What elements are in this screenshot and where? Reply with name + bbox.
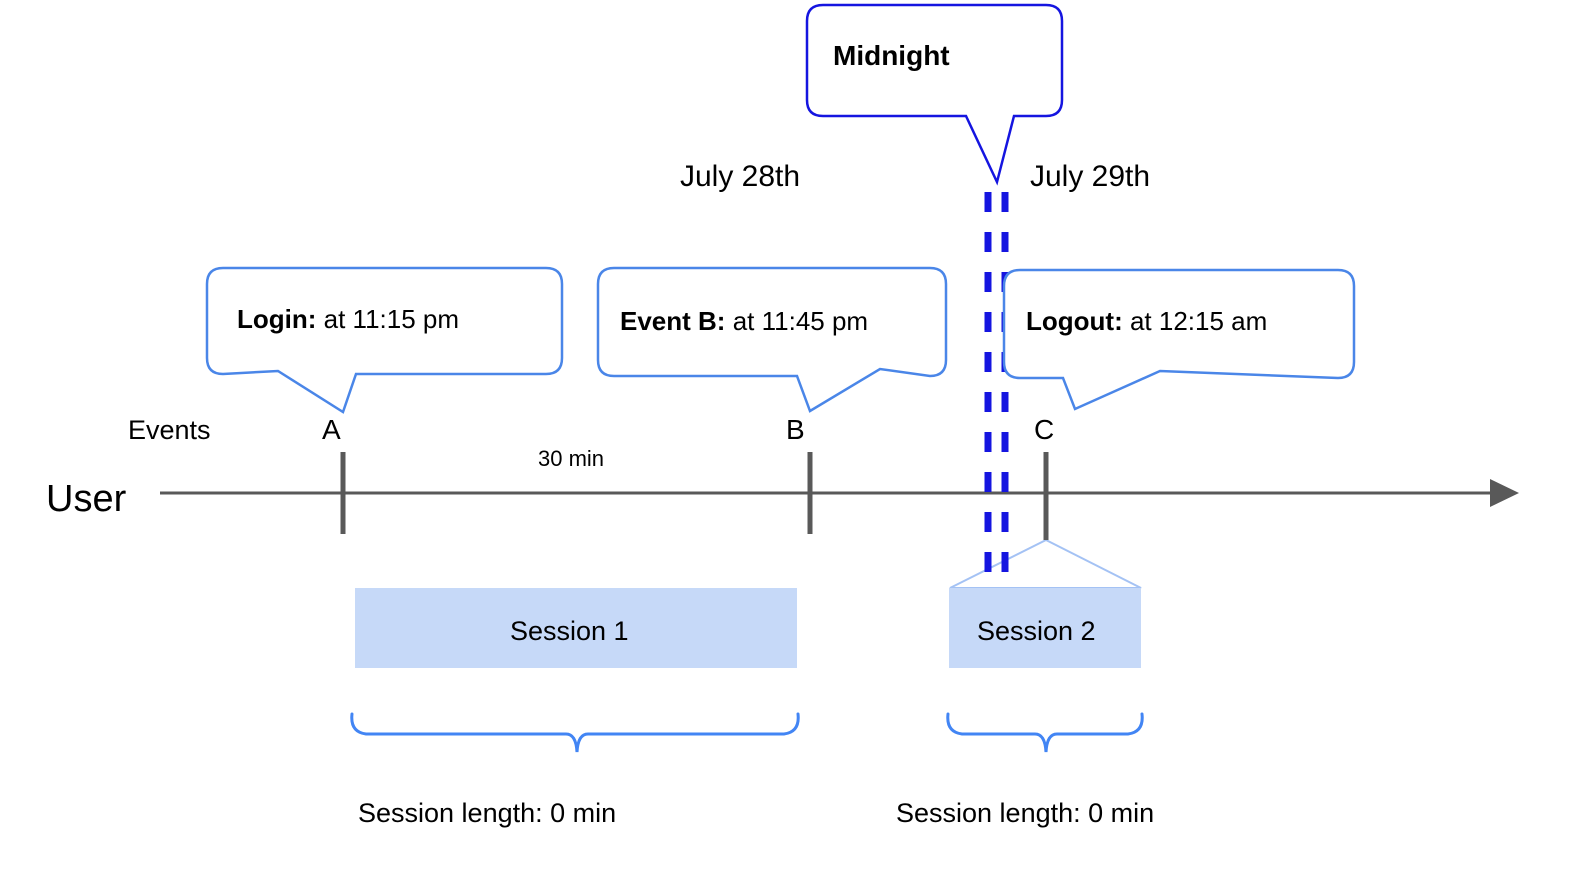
login-callout-rest: at 11:15 pm xyxy=(316,304,460,334)
eventb-callout-bold: Event B: xyxy=(620,306,726,336)
row-label-user: User xyxy=(46,478,127,520)
session-1-label: Session 1 xyxy=(510,616,629,646)
logout-callout-bold: Logout: xyxy=(1026,306,1123,336)
event-marker-label-a: A xyxy=(322,414,341,445)
eventb-callout-rest: at 11:45 pm xyxy=(725,306,869,336)
session-1-length-label: Session length: 0 min xyxy=(358,798,617,828)
session-2-brace xyxy=(946,712,1144,753)
session-2-label: Session 2 xyxy=(977,616,1096,646)
event-marker-label-b: B xyxy=(786,414,805,445)
session-2-box xyxy=(949,588,1141,668)
duration-label: 30 min xyxy=(538,446,605,471)
eventb-callout-bubble xyxy=(596,266,948,413)
login-callout-label: Login: at 11:15 pm xyxy=(237,304,459,335)
login-callout-bubble xyxy=(205,266,564,414)
arrow-right-icon xyxy=(1490,479,1519,507)
midnight-callout-bubble xyxy=(805,3,1064,186)
row-label-events: Events xyxy=(128,415,211,445)
session-2-roof xyxy=(949,538,1142,589)
event-marker-label-c: C xyxy=(1034,414,1055,445)
logout-callout-rest: at 12:15 am xyxy=(1122,306,1268,336)
logout-callout-label: Logout: at 12:15 am xyxy=(1026,306,1267,337)
session-1-brace xyxy=(350,712,800,753)
logout-callout-bubble xyxy=(1002,268,1356,411)
midnight-callout-label: Midnight xyxy=(833,40,950,71)
date-label-july28: July 28th xyxy=(680,160,801,193)
session-1-box xyxy=(355,588,797,668)
login-callout-bold: Login: xyxy=(237,304,317,334)
date-label-july29: July 29th xyxy=(1030,160,1151,193)
session-2-length-label: Session length: 0 min xyxy=(896,798,1155,828)
eventb-callout-label: Event B: at 11:45 pm xyxy=(620,306,868,337)
